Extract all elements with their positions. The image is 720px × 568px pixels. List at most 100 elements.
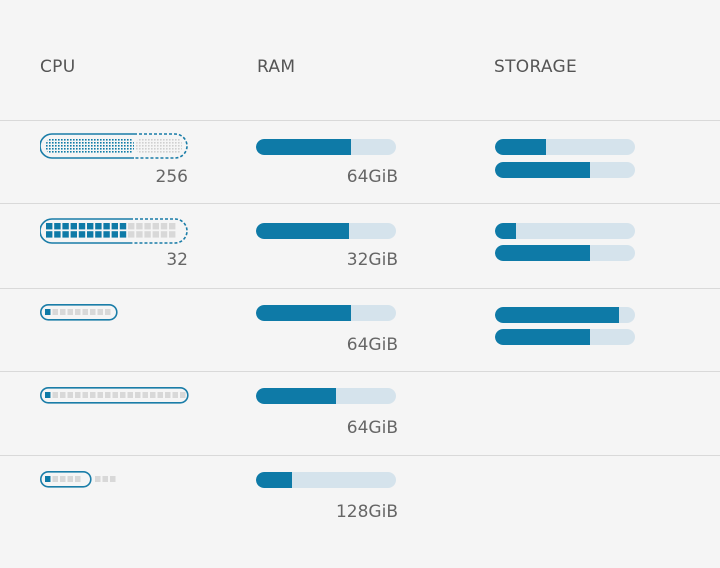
cpu-cell bbox=[136, 223, 143, 230]
cpu-small-grid-graphic bbox=[40, 304, 118, 321]
cpu-cell bbox=[172, 392, 178, 398]
ram-size-label: 64GiB bbox=[346, 335, 398, 355]
cpu-cell bbox=[46, 223, 53, 230]
cpu-cell bbox=[75, 309, 81, 315]
ram-bar-fill bbox=[256, 223, 349, 239]
ram-bar-fill bbox=[256, 305, 351, 321]
cpu-grid-graphic bbox=[39, 218, 188, 244]
cpu-cell bbox=[75, 476, 81, 482]
cpu-cell bbox=[45, 476, 51, 482]
ram-bar bbox=[256, 388, 396, 404]
cpu-cell bbox=[90, 392, 96, 398]
ram-size-label: 64GiB bbox=[346, 418, 398, 438]
storage-bar-fill bbox=[495, 329, 590, 345]
cpu-cell bbox=[105, 309, 111, 315]
cpu-cell bbox=[95, 223, 102, 230]
cpu-cell bbox=[95, 231, 102, 238]
cpu-cell bbox=[82, 392, 88, 398]
cpu-cell bbox=[111, 223, 118, 230]
cpu-cell bbox=[90, 309, 96, 315]
storage-bar-2 bbox=[495, 162, 635, 178]
cpu-cell bbox=[70, 223, 77, 230]
cpu-cell bbox=[157, 392, 163, 398]
storage-bar-fill bbox=[495, 307, 619, 323]
cpu-cell bbox=[60, 392, 66, 398]
storage-bar-2 bbox=[495, 245, 635, 261]
cpu-cell bbox=[128, 223, 135, 230]
column-header-ram: RAM bbox=[257, 57, 296, 77]
table-row[interactable]: 256 64GiB bbox=[0, 120, 720, 204]
cpu-cell bbox=[54, 223, 61, 230]
cpu-cell bbox=[120, 392, 126, 398]
cpu-cell bbox=[160, 231, 168, 238]
cpu-cell bbox=[97, 309, 103, 315]
cpu-count-label: 32 bbox=[166, 250, 188, 270]
cpu-cell bbox=[144, 223, 151, 230]
cpu-cell bbox=[165, 392, 171, 398]
cpu-usage-indicator bbox=[40, 304, 120, 322]
cpu-cell bbox=[103, 231, 110, 238]
ram-size-label: 64GiB bbox=[346, 167, 398, 187]
cpu-cell bbox=[112, 392, 118, 398]
ram-bar bbox=[256, 139, 396, 155]
cpu-cell bbox=[169, 231, 176, 238]
cpu-cell bbox=[152, 223, 159, 230]
cpu-cell bbox=[60, 476, 66, 482]
cpu-cell bbox=[180, 392, 186, 398]
cpu-cell bbox=[52, 476, 58, 482]
cpu-cell bbox=[54, 231, 61, 238]
cpu-cell bbox=[45, 309, 51, 315]
ram-bar bbox=[256, 472, 396, 488]
cpu-cell bbox=[169, 223, 176, 230]
table-header: CPU RAM STORAGE bbox=[0, 0, 720, 122]
cpu-cell bbox=[144, 231, 151, 238]
cpu-cell bbox=[135, 392, 141, 398]
cpu-cell bbox=[62, 223, 69, 230]
cpu-wide-grid-graphic bbox=[40, 387, 189, 404]
cpu-usage-indicator bbox=[39, 133, 188, 159]
cpu-cell bbox=[150, 392, 156, 398]
cpu-cell bbox=[52, 392, 58, 398]
cpu-count-label: 256 bbox=[155, 167, 188, 187]
cpu-cell bbox=[119, 223, 127, 230]
ram-bar bbox=[256, 223, 396, 239]
ram-size-label: 128GiB bbox=[335, 502, 398, 522]
storage-bar-fill bbox=[495, 139, 546, 155]
storage-bar-fill bbox=[495, 245, 590, 261]
cpu-usage-indicator bbox=[40, 471, 130, 489]
table-row[interactable]: 32 32GiB bbox=[0, 203, 720, 287]
cpu-cell bbox=[52, 309, 58, 315]
cpu-usage-indicator bbox=[39, 218, 188, 244]
cpu-cell bbox=[95, 476, 101, 482]
table-row[interactable]: 64GiB bbox=[0, 371, 720, 455]
cpu-cell bbox=[142, 392, 148, 398]
cpu-cell bbox=[45, 392, 51, 398]
cpu-cell bbox=[97, 392, 103, 398]
cpu-cell bbox=[119, 231, 127, 238]
ram-bar-fill bbox=[256, 388, 336, 404]
cpu-usage-indicator bbox=[40, 387, 190, 405]
cpu-cell bbox=[111, 231, 118, 238]
cpu-cell bbox=[87, 231, 94, 238]
storage-bar-1 bbox=[495, 139, 635, 155]
table-row[interactable]: 64GiB bbox=[0, 288, 720, 372]
cpu-cell bbox=[75, 392, 81, 398]
cpu-mini-grid-graphic bbox=[40, 471, 116, 488]
table-row[interactable]: 128GiB bbox=[0, 455, 720, 539]
ram-size-label: 32GiB bbox=[346, 250, 398, 270]
ram-bar-fill bbox=[256, 472, 292, 488]
cpu-cell bbox=[103, 223, 110, 230]
cpu-cell bbox=[46, 231, 53, 238]
cpu-cell bbox=[67, 476, 73, 482]
cpu-cell bbox=[127, 392, 133, 398]
cpu-cell bbox=[62, 231, 69, 238]
cpu-cell bbox=[136, 231, 143, 238]
storage-bar-1 bbox=[495, 223, 635, 239]
cpu-cell bbox=[128, 231, 135, 238]
column-header-storage: STORAGE bbox=[494, 57, 578, 77]
cpu-cell bbox=[105, 392, 111, 398]
storage-bar-2 bbox=[495, 329, 635, 345]
column-header-cpu: CPU bbox=[40, 57, 76, 77]
storage-bar-fill bbox=[495, 162, 590, 178]
cpu-cell bbox=[160, 223, 168, 230]
